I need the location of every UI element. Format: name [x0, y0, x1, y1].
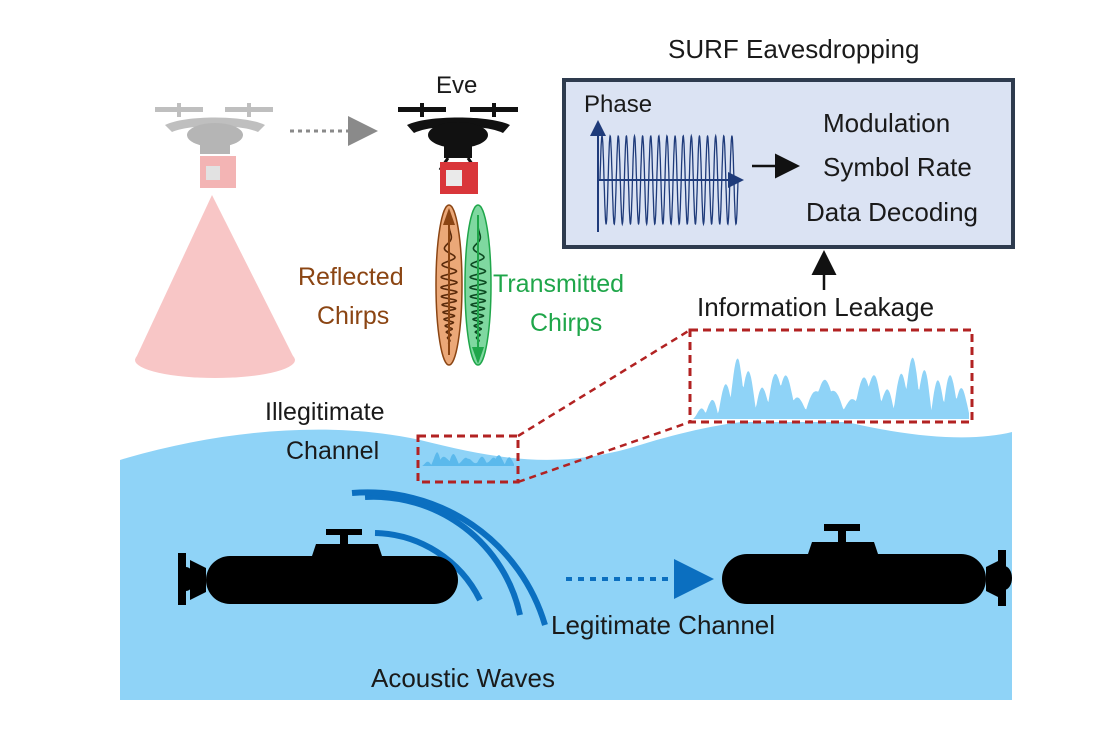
- illegitimate-label-line2: Channel: [286, 437, 380, 465]
- water-body: [120, 417, 1012, 700]
- eve-drone: [398, 103, 518, 194]
- acoustic-waves: [351, 489, 548, 626]
- surface-leak-box: [416, 434, 520, 484]
- reflected-label-line2: Chirps: [317, 302, 390, 330]
- submarine-right: [722, 524, 1012, 606]
- transmitted-label-line1: Transmitted: [493, 270, 625, 298]
- eve-label: Eve: [436, 72, 478, 99]
- analysis-item-data-decoding: Data Decoding: [806, 197, 978, 227]
- illegitimate-label-line1: Illegitimate: [265, 398, 385, 426]
- surf-title: SURF Eavesdropping: [668, 34, 920, 64]
- reflected-chirps-pill: [435, 204, 463, 366]
- phase-signal: [599, 133, 739, 227]
- phase-label: Phase: [584, 91, 653, 118]
- radar-cone: [135, 195, 295, 378]
- analysis-item-modulation: Modulation: [823, 108, 951, 138]
- analysis-item-symbol-rate: Symbol Rate: [823, 152, 972, 182]
- transmitted-chirps-pill: [464, 204, 492, 366]
- submarine-left: [178, 529, 458, 605]
- acoustic-waves-label: Acoustic Waves: [371, 663, 555, 693]
- drone-previous-position: [155, 103, 273, 188]
- information-leakage-label: Information Leakage: [697, 292, 935, 322]
- legitimate-channel-label: Legitimate Channel: [551, 610, 776, 640]
- reflected-label-line1: Reflected: [298, 263, 404, 291]
- leakage-spectrum: [693, 357, 969, 419]
- transmitted-label-line2: Chirps: [530, 309, 603, 337]
- surface-spectrum: [422, 452, 514, 466]
- zoom-connector-bottom: [517, 420, 691, 484]
- zoom-connector-top: [517, 328, 691, 438]
